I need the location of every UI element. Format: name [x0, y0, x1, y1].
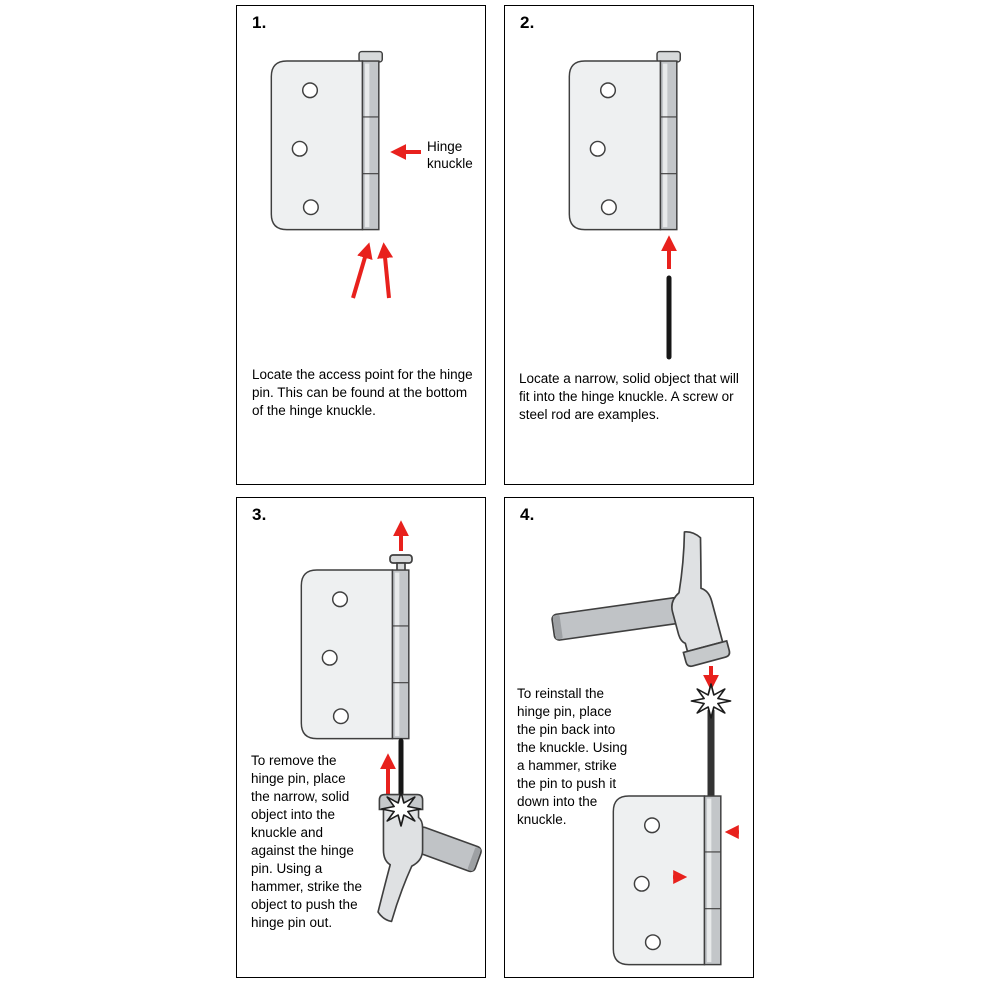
- step-panel-4: 4. To reinstall the hinge pin, place the…: [504, 497, 754, 978]
- step-caption: Locate the access point for the hinge pi…: [252, 367, 473, 418]
- step-1-illustration: [270, 50, 421, 299]
- impact-starburst: [690, 683, 732, 719]
- access-point-arrow-right-icon: [377, 242, 394, 299]
- step-number: 1.: [252, 13, 267, 32]
- step-panel-1: 1. Hinge knuckle Locate the access point…: [236, 5, 486, 485]
- step-caption: To remove the hinge pin, place the narro…: [251, 753, 363, 930]
- hammer-handle: [412, 826, 482, 873]
- access-point-arrow-left-icon: [351, 242, 373, 299]
- step-number: 2.: [520, 13, 535, 32]
- step-2-illustration: [568, 50, 681, 360]
- step-4-illustration: [551, 527, 739, 966]
- step-number: 4.: [520, 505, 535, 524]
- hinge-illustration: [568, 50, 681, 231]
- step-number: 3.: [252, 505, 267, 524]
- hammer-icon: [551, 527, 733, 669]
- hinge-pin: [389, 554, 413, 572]
- step-panel-3: 3. To remove the hinge pin, place the na…: [236, 497, 486, 978]
- knuckle-callout-label: Hinge knuckle: [427, 139, 473, 171]
- step-caption: Locate a narrow, solid object that will …: [519, 371, 739, 422]
- hammer-handle: [551, 596, 682, 641]
- impact-starburst: [380, 791, 422, 827]
- step-caption: To reinstall the hinge pin, place the pi…: [517, 686, 628, 827]
- step-panel-2: 2. Locate a narrow, solid object that wi…: [504, 5, 754, 485]
- hinge-illustration: [300, 569, 410, 740]
- step-3-illustration: [300, 520, 482, 923]
- hammer-icon: [377, 793, 482, 923]
- hinge-illustration: [270, 50, 383, 231]
